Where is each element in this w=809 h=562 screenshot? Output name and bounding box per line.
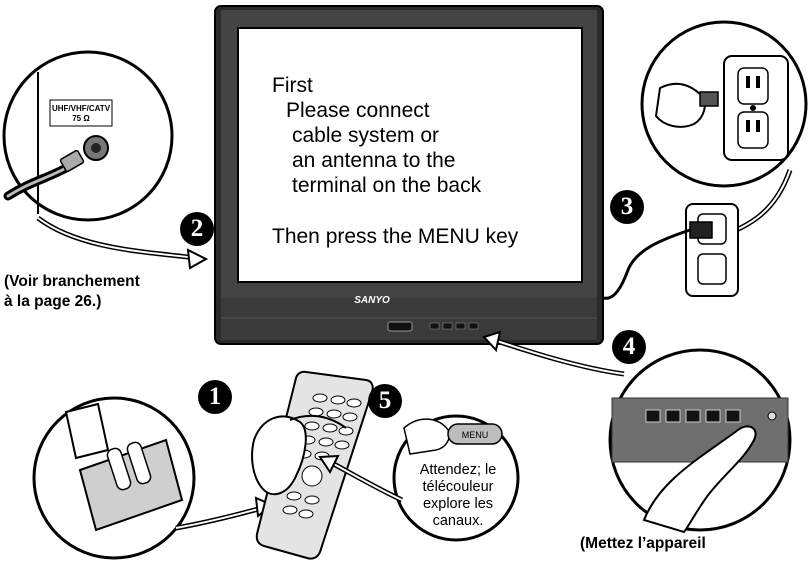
- step-3-marker: 3: [610, 190, 644, 224]
- screen-line-antenna: an antenna to the: [292, 149, 456, 172]
- remote-control: [251, 370, 374, 560]
- step-2-marker: 2: [180, 212, 214, 246]
- menu-button-label: MENU: [462, 430, 489, 440]
- front-panel-buttons: [645, 409, 741, 423]
- hand-plugging-icon: [654, 82, 706, 128]
- wait-note-line3: explore les: [422, 496, 494, 512]
- arrow-to-power-button: [493, 337, 625, 377]
- arrow-to-antenna-terminal: [36, 216, 197, 261]
- battery-icon: [106, 441, 152, 491]
- step-4-marker: 4: [612, 330, 646, 364]
- front-panel-inset: [608, 348, 792, 534]
- menu-button-icon: [447, 423, 503, 445]
- brand-logo: SANYO: [354, 295, 390, 306]
- battery-cover-icon: [64, 402, 110, 460]
- wait-note-line4: canaux.: [432, 513, 484, 529]
- screen-line-connect: Please connect: [286, 99, 430, 122]
- screen-line-first: First: [272, 74, 313, 97]
- wall-outlet-inset: [640, 20, 808, 188]
- tv-power-button: [387, 321, 413, 332]
- connector-label-line1: UHF/VHF/CATV: [52, 104, 111, 113]
- see-connection-note-line1: (Voir branchement: [4, 273, 140, 290]
- wait-note-line1: Attendez; le: [419, 462, 497, 478]
- tv-set: [214, 5, 604, 345]
- battery-inset: [32, 396, 196, 560]
- connector-label-line2: 75 Ω: [72, 114, 90, 123]
- tv-screen: [237, 27, 583, 283]
- power-plug-icon: [689, 221, 713, 239]
- power-note: (Mettez l’appareil: [580, 535, 706, 552]
- step-5-marker: 5: [368, 384, 402, 418]
- step-1-marker: 1: [198, 380, 232, 414]
- power-cord-icon: [603, 228, 691, 300]
- finger-pressing-icon: [642, 425, 757, 534]
- screen-line-terminal: terminal on the back: [292, 174, 482, 197]
- screen-line-cable: cable system or: [292, 124, 440, 147]
- screen-line-menu-key: Then press the MENU key: [272, 225, 519, 248]
- coax-connector-inset: [2, 50, 174, 222]
- tv-front-buttons: [429, 322, 479, 330]
- hand-holding-remote-icon: [251, 415, 307, 496]
- menu-key-callout: [392, 414, 520, 542]
- plugged-outlet: [603, 203, 739, 300]
- wait-note-line2: télécouleur: [422, 479, 494, 495]
- see-connection-note-line2: à la page 26.): [4, 293, 102, 310]
